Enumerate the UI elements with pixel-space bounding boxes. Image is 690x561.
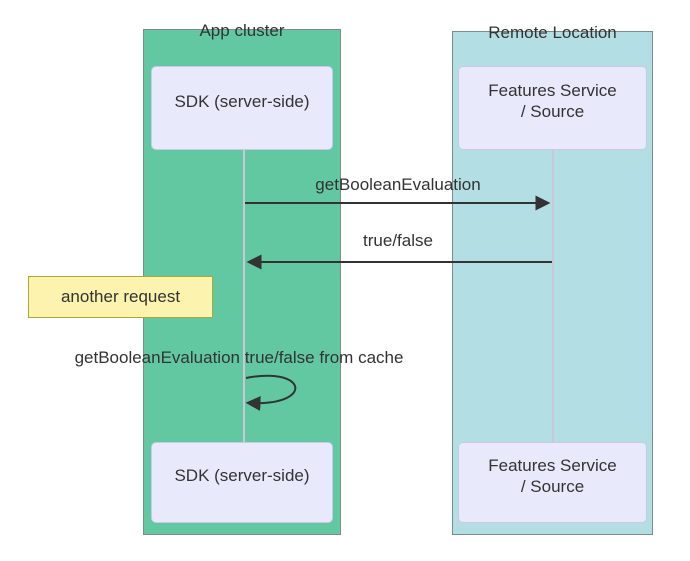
message-label-getbooleanevaluation: getBooleanEvaluation	[315, 175, 481, 194]
note-another-request: another request	[28, 276, 213, 318]
lifeline-sdk	[243, 150, 245, 442]
message-label-from-cache: getBooleanEvaluation true/false from cac…	[74, 348, 404, 367]
actor-sdk-bottom-label: SDK (server-side)	[174, 466, 310, 485]
actor-features-service-bottom: Features Service / Source	[458, 442, 647, 523]
cluster-remote-title: Remote Location	[488, 23, 617, 42]
lifeline-features-service	[552, 150, 554, 442]
actor-features-service-top-label-line1: Features Service	[488, 81, 617, 100]
actor-features-service-bottom-label-line1: Features Service	[488, 455, 617, 475]
actor-features-service-bottom-label-line2: / Source	[520, 476, 585, 496]
message-self-loop-arrow	[245, 374, 297, 411]
cluster-app-title: App cluster	[199, 21, 285, 40]
actor-sdk-top-label: SDK (server-side)	[174, 91, 310, 111]
actor-sdk-bottom: SDK (server-side)	[151, 442, 333, 523]
message-label-truefalse: true/false	[363, 231, 433, 250]
actor-features-service-top-label-line2: / Source	[520, 102, 585, 121]
actor-sdk-top: SDK (server-side)	[151, 66, 333, 150]
note-label: another request	[60, 287, 181, 306]
actor-features-service-top: Features Service / Source	[458, 66, 647, 150]
